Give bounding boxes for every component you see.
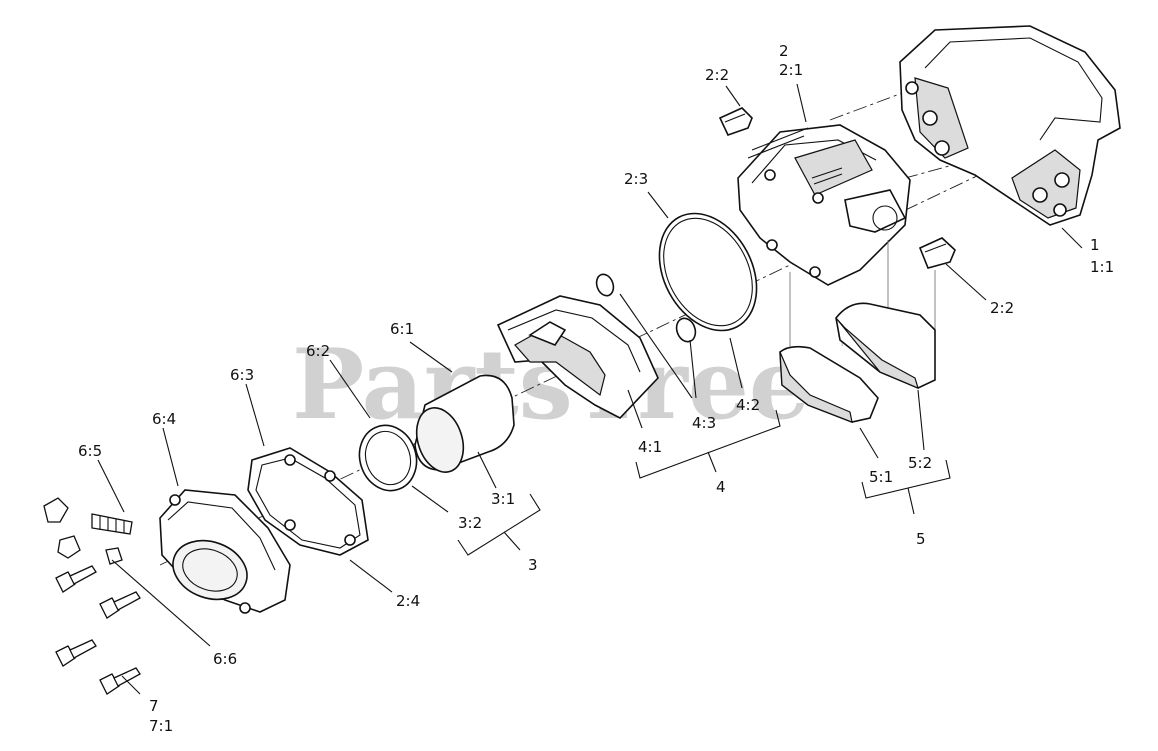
- callout-7-1: 7:1: [149, 717, 173, 735]
- callout-3: 3: [528, 556, 538, 574]
- part-2-2-clip-right: [918, 237, 956, 269]
- callout-5-1: 5:1: [869, 468, 893, 486]
- callout-4-3: 4:3: [692, 414, 716, 432]
- part-6-6-fitting: [57, 535, 123, 565]
- part-6-5-fitting: [43, 497, 133, 535]
- part-2-2-clip-top: [718, 107, 809, 159]
- callout-6-1: 6:1: [390, 320, 414, 338]
- part-1-housing-cover: [899, 25, 1121, 226]
- callout-6-3: 6:3: [230, 366, 254, 384]
- part-5-impeller: [779, 302, 936, 423]
- callout-4-2: 4:2: [736, 396, 760, 414]
- callout-2-3: 2:3: [624, 170, 648, 188]
- callout-2-2-top: 2:2: [705, 66, 729, 84]
- part-6-1-piston: [414, 374, 515, 473]
- part-2-fan-housing: [737, 124, 936, 350]
- callout-1: 1: [1090, 236, 1100, 254]
- callout-1-1: 1:1: [1090, 258, 1114, 276]
- callout-labels: 1 1:1 2 2:1 2:2 2:2 2:3 2:4 3 3:1 3:2 4 …: [78, 42, 1114, 735]
- callout-4: 4: [716, 478, 726, 496]
- callout-6-5: 6:5: [78, 442, 102, 460]
- screw-4: [99, 667, 141, 695]
- callout-6-4: 6:4: [152, 410, 176, 428]
- callout-2-2-right: 2:2: [990, 299, 1014, 317]
- callout-6-2: 6:2: [306, 342, 330, 360]
- part-7-screws: [55, 565, 141, 695]
- leader-lines: [97, 83, 1083, 695]
- screw-2: [99, 591, 141, 619]
- callout-3-2: 3:2: [458, 514, 482, 532]
- callout-5-2: 5:2: [908, 454, 932, 472]
- part-2-3-o-ring: [658, 212, 758, 332]
- callout-2: 2: [779, 42, 789, 60]
- callout-7: 7: [149, 697, 159, 715]
- part-6-3-gasket: [247, 447, 369, 556]
- screw-3: [55, 639, 97, 667]
- callout-5: 5: [916, 530, 926, 548]
- callout-2-1: 2:1: [779, 61, 803, 79]
- group-brackets: [457, 409, 951, 556]
- callout-2-4: 2:4: [396, 592, 420, 610]
- screw-1: [55, 565, 97, 593]
- callout-6-6: 6:6: [213, 650, 237, 668]
- part-6-4-end-cap: [159, 489, 291, 614]
- part-4-insert: [496, 295, 659, 419]
- part-3-2-ring: [358, 424, 418, 492]
- callout-3-1: 3:1: [491, 490, 515, 508]
- callout-4-1: 4:1: [638, 438, 662, 456]
